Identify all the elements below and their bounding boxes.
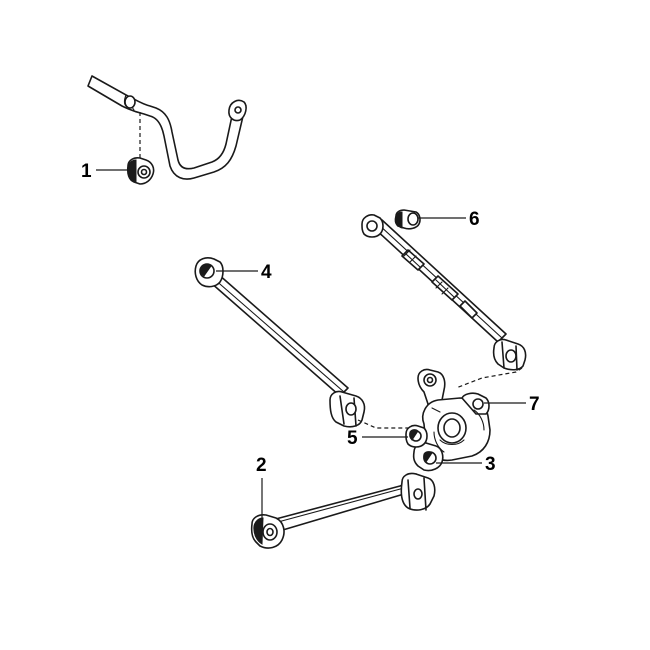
- stabilizer-bar: [87, 75, 247, 180]
- callout-1: 1: [81, 161, 92, 182]
- adjustable-toe-link: [361, 214, 527, 371]
- callout-4: 4: [261, 262, 272, 283]
- toe-link-bushing: [394, 209, 421, 230]
- lower-lateral-link: [194, 257, 366, 428]
- rear-axle-carrier: [405, 368, 491, 472]
- callout-6: 6: [469, 209, 480, 230]
- stabilizer-bushing: [126, 157, 155, 185]
- trailing-arm: [250, 472, 436, 549]
- lateral-link-guide-line: [357, 419, 413, 433]
- callout-3: 3: [485, 454, 496, 475]
- toe-link-guide-line: [455, 367, 523, 389]
- callout-2: 2: [256, 455, 267, 476]
- callout-5: 5: [347, 428, 358, 449]
- callout-7: 7: [529, 394, 540, 415]
